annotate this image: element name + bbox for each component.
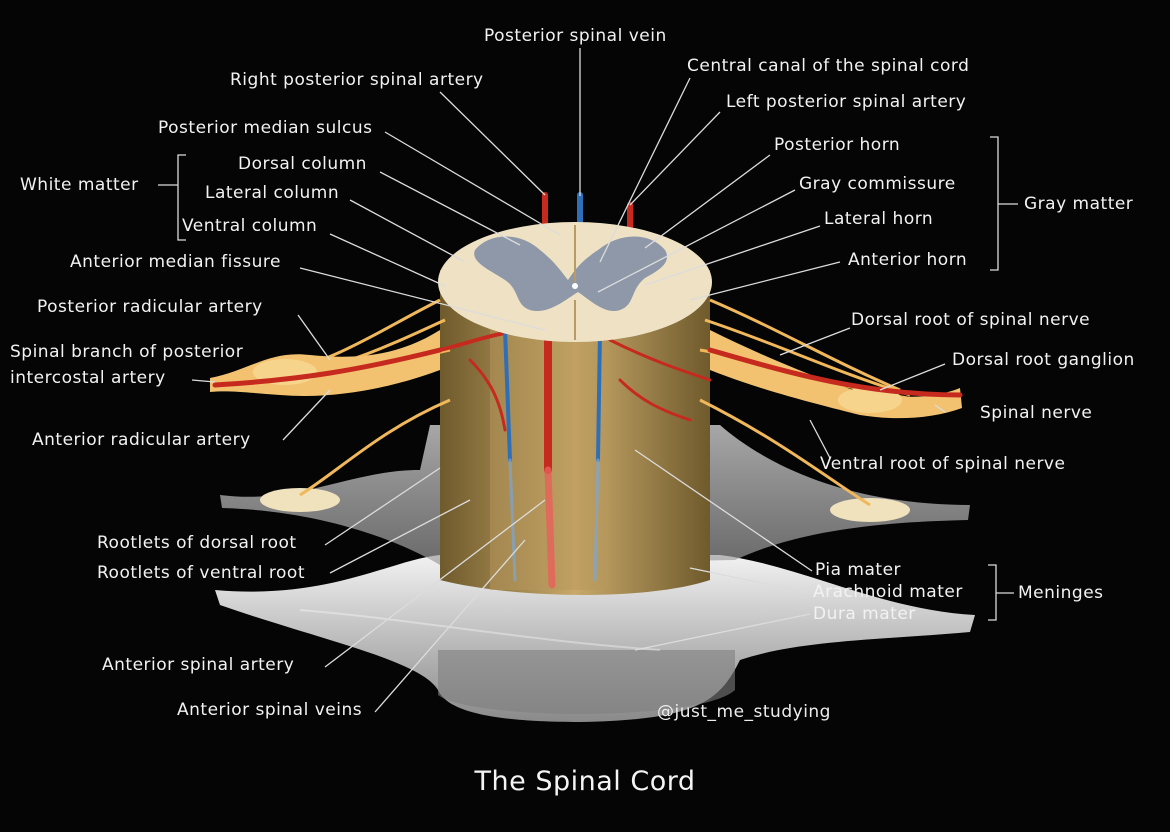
label-white-matter: White matter bbox=[20, 175, 139, 195]
label-anterior-spinal-artery: Anterior spinal artery bbox=[102, 655, 295, 675]
label-posterior-spinal-vein: Posterior spinal vein bbox=[484, 26, 667, 46]
label-spinal-branch-line1: Spinal branch of posterior bbox=[10, 342, 244, 362]
label-right-posterior-spinal-artery: Right posterior spinal artery bbox=[230, 70, 484, 90]
label-dorsal-root-spinal-nerve: Dorsal root of spinal nerve bbox=[851, 310, 1091, 330]
label-pia-mater: Pia mater bbox=[815, 560, 902, 580]
label-meninges: Meninges bbox=[1018, 583, 1104, 603]
label-arachnoid-mater: Arachnoid mater bbox=[813, 582, 963, 602]
label-anterior-spinal-veins: Anterior spinal veins bbox=[177, 700, 363, 720]
label-spinal-branch-line2: intercostal artery bbox=[10, 368, 166, 388]
credit-watermark: @just_me_studying bbox=[657, 702, 831, 722]
label-posterior-horn: Posterior horn bbox=[774, 135, 901, 155]
label-posterior-radicular-artery: Posterior radicular artery bbox=[37, 297, 263, 317]
label-dura-mater: Dura mater bbox=[813, 604, 916, 624]
label-gray-matter: Gray matter bbox=[1024, 194, 1134, 214]
leader-lines bbox=[158, 48, 1018, 713]
label-posterior-median-sulcus: Posterior median sulcus bbox=[158, 118, 373, 138]
label-rootlets-dorsal-root: Rootlets of dorsal root bbox=[97, 533, 297, 553]
diagram-title: The Spinal Cord bbox=[474, 766, 696, 797]
label-central-canal: Central canal of the spinal cord bbox=[687, 56, 970, 76]
label-ventral-root-spinal-nerve: Ventral root of spinal nerve bbox=[820, 454, 1066, 474]
cord-cross-section bbox=[438, 222, 712, 342]
label-anterior-median-fissure: Anterior median fissure bbox=[70, 252, 281, 272]
label-gray-commissure: Gray commissure bbox=[799, 174, 956, 194]
arteries bbox=[212, 192, 963, 589]
label-lateral-horn: Lateral horn bbox=[824, 209, 934, 229]
dura-mater-shape bbox=[215, 555, 975, 722]
label-dorsal-root-ganglion: Dorsal root ganglion bbox=[952, 350, 1135, 370]
label-anterior-radicular-artery: Anterior radicular artery bbox=[32, 430, 251, 450]
label-dorsal-column: Dorsal column bbox=[238, 154, 367, 174]
veins bbox=[503, 192, 602, 582]
label-lateral-column: Lateral column bbox=[205, 183, 340, 203]
label-anterior-horn: Anterior horn bbox=[848, 250, 968, 270]
label-rootlets-ventral-root: Rootlets of ventral root bbox=[97, 563, 305, 583]
label-ventral-column: Ventral column bbox=[182, 216, 318, 236]
label-left-posterior-spinal-artery: Left posterior spinal artery bbox=[726, 92, 967, 112]
label-spinal-nerve: Spinal nerve bbox=[980, 403, 1093, 423]
